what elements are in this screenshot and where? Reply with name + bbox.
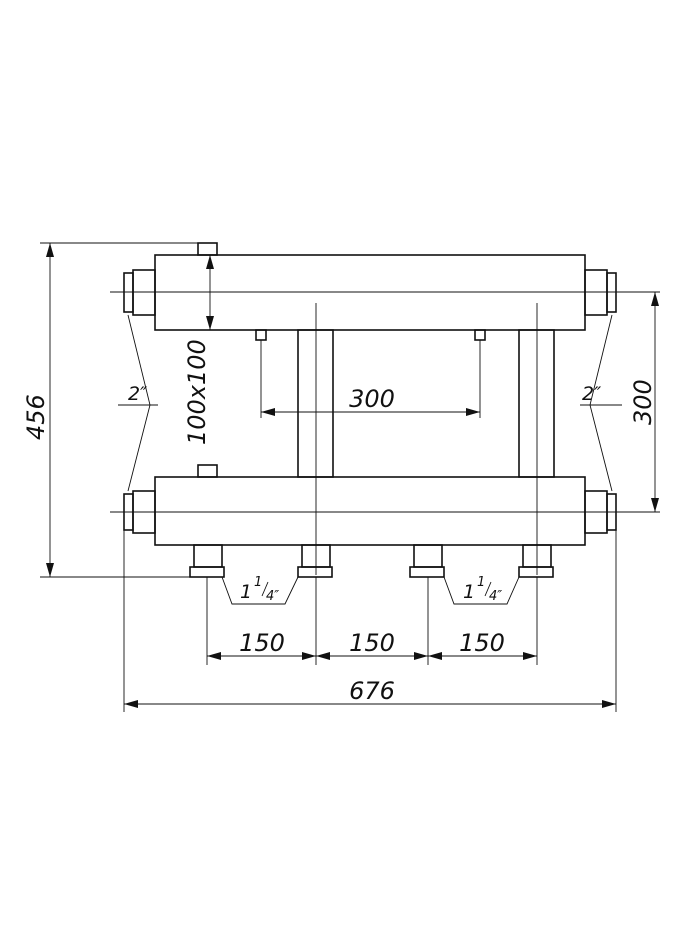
dim-overall-width: 676 bbox=[349, 677, 395, 705]
dimension-labels: 456 100x100 300 300 150 150 150 676 2″ 2… bbox=[22, 339, 657, 705]
dim-outlet-spacing-1: 150 bbox=[239, 629, 285, 657]
dim-top-outlet-spacing: 300 bbox=[349, 385, 395, 413]
dimension-lines bbox=[40, 242, 660, 712]
thread-outlet-right-den: 4″ bbox=[489, 589, 502, 604]
thread-left-header: 2″ bbox=[128, 383, 147, 405]
thread-right-header: 2″ bbox=[582, 383, 601, 405]
break-lines bbox=[118, 314, 622, 492]
dim-header-spacing: 300 bbox=[629, 379, 657, 425]
vertical-pipes bbox=[297, 303, 555, 575]
dim-header-section: 100x100 bbox=[183, 339, 211, 445]
thread-outlet-right-num: 1 bbox=[477, 575, 485, 590]
dim-outlet-spacing-2: 150 bbox=[349, 629, 395, 657]
thread-outlet-right-whole: 1 bbox=[463, 581, 475, 603]
thread-outlet-left-num: 1 bbox=[254, 575, 262, 590]
upper-header bbox=[123, 242, 617, 341]
dim-overall-height: 456 bbox=[22, 394, 50, 440]
thread-outlet-left-den: 4″ bbox=[266, 589, 279, 604]
thread-outlet-left-whole: 1 bbox=[240, 581, 252, 603]
dim-outlet-spacing-3: 150 bbox=[459, 629, 505, 657]
lower-header bbox=[123, 464, 617, 578]
